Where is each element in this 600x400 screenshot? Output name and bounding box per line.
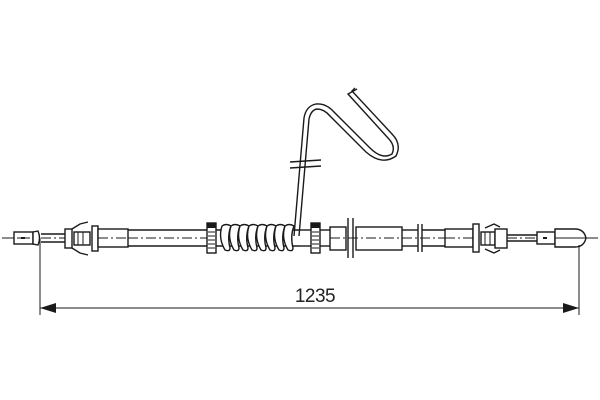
- mounting-bracket-wire: [289, 87, 399, 237]
- cable-sheath-left: [128, 229, 210, 247]
- dimension-label: 1235: [294, 286, 336, 307]
- left-end-fitting: [64, 221, 129, 256]
- spring-coil: [216, 223, 300, 252]
- right-end-nipple: [536, 228, 598, 248]
- cable-sheath-right: [402, 224, 445, 252]
- arrowhead-right-icon: [563, 303, 579, 313]
- left-end-nipple: [2, 230, 41, 246]
- spring-clamp-left: [206, 222, 217, 254]
- dimension-line: [39, 238, 580, 315]
- arrowhead-left-icon: [40, 303, 56, 313]
- right-end-fitting: [444, 223, 508, 254]
- sleeve-tube: [329, 218, 403, 258]
- spring-clamp-right: [300, 222, 330, 254]
